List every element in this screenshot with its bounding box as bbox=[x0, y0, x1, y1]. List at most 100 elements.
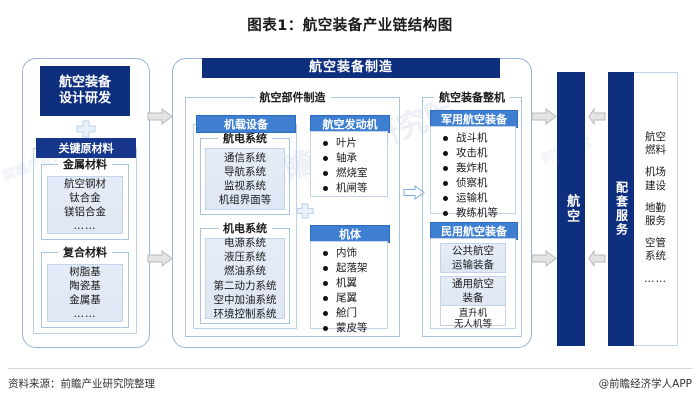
composite-materials-caption: 复合材料 bbox=[58, 244, 112, 260]
avionics-group: 航电系统 bbox=[200, 130, 290, 215]
electromechanical-item: 液压系统 bbox=[224, 251, 266, 264]
aero-engine-box: 叶片 轴承 燃烧室 机闸等 bbox=[310, 131, 388, 197]
service-item: 航空 燃料 bbox=[645, 131, 666, 157]
list-item: 轰炸机 bbox=[443, 161, 515, 176]
footer-divider bbox=[8, 368, 692, 369]
left-arrow-icon bbox=[588, 108, 606, 125]
support-services-items: 航空 燃料 机场 建设 地勤 服务 空管 系统 …… bbox=[634, 72, 678, 346]
airframe-box: 内饰 起落架 机翼 尾翼 舱门 蒙皮等 bbox=[310, 241, 388, 334]
military-aviation-header: 军用航空装备 bbox=[430, 110, 518, 128]
list-item: 轴承 bbox=[323, 151, 387, 166]
list-item: 叶片 bbox=[323, 136, 387, 151]
general-aviation-item: 直升机 bbox=[458, 308, 488, 319]
avionics-item: 导航系统 bbox=[224, 165, 266, 178]
composite-materials-box: 树脂基 陶瓷基 金属基 …… bbox=[47, 264, 123, 322]
metal-materials-caption: 金属材料 bbox=[58, 156, 112, 172]
onboard-equipment-header: 机载设备 bbox=[196, 115, 296, 133]
right-arrow-icon bbox=[531, 108, 557, 125]
upstream-header-line1: 航空装备 bbox=[58, 74, 111, 90]
electromechanical-item: 燃油系统 bbox=[224, 265, 266, 278]
list-item: 战斗机 bbox=[443, 131, 515, 146]
right-arrow-icon bbox=[147, 250, 173, 267]
service-item-line1: 地勤 bbox=[645, 201, 666, 214]
military-aviation-list: 战斗机 攻击机 轰炸机 侦察机 运输机 教练机等 bbox=[431, 127, 515, 224]
service-item-line1: 航空 bbox=[645, 131, 666, 144]
metal-item-ellipsis: …… bbox=[73, 220, 97, 233]
aero-engine-list: 叶片 轴承 燃烧室 机闸等 bbox=[311, 132, 387, 200]
support-services-column: 配套服务 bbox=[608, 72, 634, 346]
public-air-transport-box: 公共航空 运输装备 bbox=[440, 243, 506, 273]
service-item-line2: 建设 bbox=[645, 179, 666, 192]
service-item-line1: 空管 bbox=[645, 236, 666, 249]
upstream-header: 航空装备 设计研发 bbox=[40, 66, 130, 116]
electromechanical-box: 电源系统 液压系统 燃油系统 第二动力系统 空中加油系统 环境控制系统 bbox=[205, 236, 285, 320]
list-item: 起落架 bbox=[323, 261, 387, 276]
metal-item: 镁铝合金 bbox=[64, 206, 106, 218]
page-title: 图表1：航空装备产业链结构图 bbox=[247, 18, 453, 34]
left-arrow-icon bbox=[588, 250, 606, 267]
metal-item: 航空钢材 bbox=[64, 177, 106, 190]
right-arrow-icon bbox=[403, 185, 425, 200]
service-item-line2: 服务 bbox=[645, 214, 666, 227]
whole-aircraft-caption: 航空装备整机 bbox=[434, 89, 510, 105]
list-item: 舱门 bbox=[323, 306, 387, 321]
public-air-transport-line1: 公共航空 bbox=[452, 244, 494, 257]
metal-item: 钛合金 bbox=[69, 191, 101, 204]
service-item-ellipsis: …… bbox=[644, 273, 667, 286]
electromechanical-caption: 机电系统 bbox=[218, 220, 272, 236]
aero-engine-header: 航空发动机 bbox=[310, 115, 390, 133]
metal-materials-group: 金属材料 bbox=[41, 156, 129, 240]
electromechanical-item: 第二动力系统 bbox=[213, 279, 277, 292]
composite-item: 金属基 bbox=[69, 294, 101, 306]
list-item: 尾翼 bbox=[323, 291, 387, 306]
list-item: 运输机 bbox=[443, 191, 515, 206]
general-aviation-line2: 装备 bbox=[462, 292, 484, 304]
composite-item: 树脂基 bbox=[69, 265, 101, 278]
service-item: 地勤 服务 bbox=[645, 202, 666, 228]
aviation-column: 航空 bbox=[557, 72, 585, 346]
military-aviation-box: 战斗机 攻击机 轰炸机 侦察机 运输机 教练机等 bbox=[430, 126, 516, 219]
composite-item-ellipsis: …… bbox=[73, 308, 97, 321]
list-item: 侦察机 bbox=[443, 176, 515, 191]
composite-item: 陶瓷基 bbox=[69, 279, 101, 292]
key-materials-header: 关键原材料 bbox=[36, 138, 136, 158]
general-aviation-box: 通用航空 装备 bbox=[440, 276, 506, 306]
source-note: 资料来源：前瞻产业研究院整理 bbox=[8, 378, 155, 390]
service-item-line1: 机场 bbox=[645, 166, 666, 179]
plus-connector-icon bbox=[296, 203, 314, 223]
airframe-list: 内饰 起落架 机翼 尾翼 舱门 蒙皮等 bbox=[311, 242, 387, 339]
civil-aviation-header: 民用航空装备 bbox=[430, 222, 518, 240]
public-air-transport-line2: 运输装备 bbox=[452, 259, 494, 271]
plus-connector-icon bbox=[76, 120, 96, 142]
list-item: 教练机等 bbox=[443, 206, 515, 221]
list-item: 蒙皮等 bbox=[323, 321, 387, 336]
avionics-box: 通信系统 导航系统 监视系统 机组界面等 bbox=[205, 148, 285, 210]
general-aviation-items-box: 直升机 无人机等 bbox=[440, 306, 506, 330]
avionics-item: 通信系统 bbox=[224, 151, 266, 164]
avionics-item: 机组界面等 bbox=[218, 194, 272, 207]
electromechanical-item: 电源系统 bbox=[224, 236, 266, 249]
composite-materials-group: 复合材料 bbox=[41, 244, 129, 328]
list-item: 机翼 bbox=[323, 276, 387, 291]
metal-materials-box: 航空钢材 钛合金 镁铝合金 …… bbox=[47, 176, 123, 234]
electromechanical-group: 机电系统 bbox=[200, 220, 290, 324]
electromechanical-item: 环境控制系统 bbox=[213, 307, 277, 320]
list-item: 机闸等 bbox=[323, 181, 387, 196]
list-item: 攻击机 bbox=[443, 146, 515, 161]
parts-manufacturing-group: 航空部件制造 bbox=[185, 89, 400, 337]
service-item: 空管 系统 bbox=[645, 237, 666, 263]
right-arrow-icon bbox=[531, 250, 557, 267]
service-item-line2: 系统 bbox=[645, 250, 666, 263]
avionics-caption: 航电系统 bbox=[218, 130, 272, 146]
whole-aircraft-group: 航空装备整机 bbox=[422, 89, 522, 337]
service-item-line2: 燃料 bbox=[645, 144, 666, 157]
list-item: 内饰 bbox=[323, 246, 387, 261]
electromechanical-item: 空中加油系统 bbox=[213, 293, 277, 306]
upstream-panel bbox=[22, 58, 150, 348]
brand-note: @前瞻经济学人APP bbox=[598, 378, 692, 390]
right-arrow-icon bbox=[147, 108, 173, 125]
parts-manufacturing-caption: 航空部件制造 bbox=[254, 89, 331, 105]
list-item: 燃烧室 bbox=[323, 166, 387, 181]
service-item: 机场 建设 bbox=[645, 166, 666, 192]
general-aviation-line1: 通用航空 bbox=[452, 277, 494, 290]
